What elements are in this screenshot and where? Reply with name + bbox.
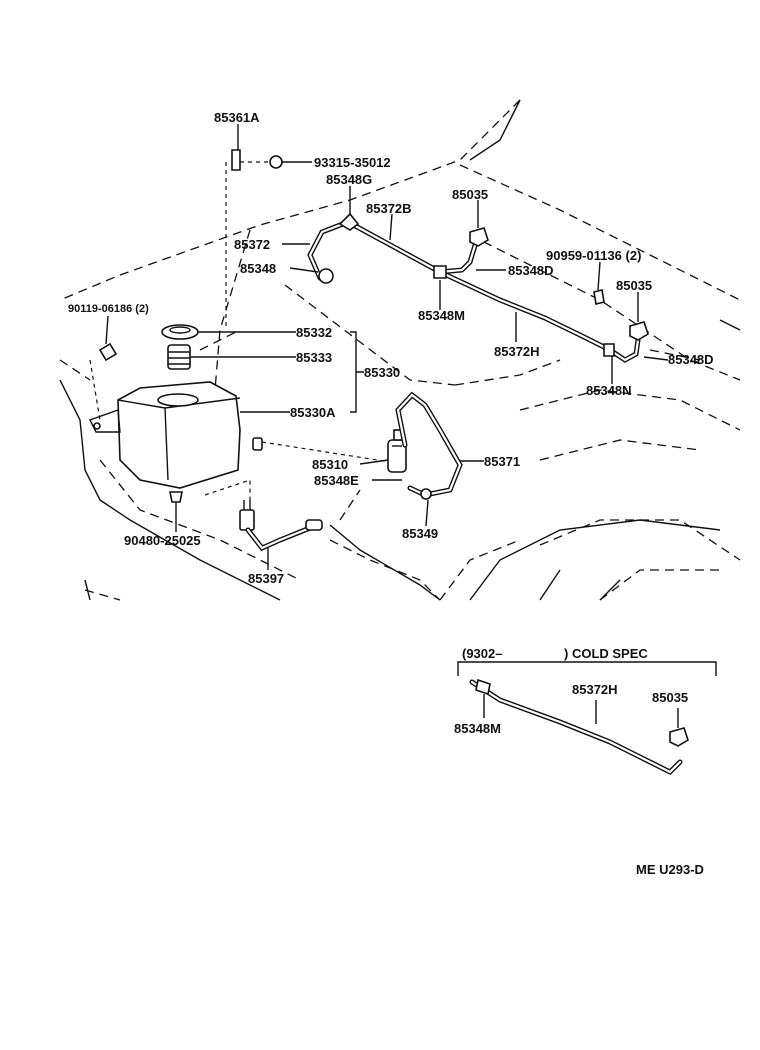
label-85348: 85348 xyxy=(240,261,276,276)
label-85330: 85330 xyxy=(364,365,400,380)
label-85397: 85397 xyxy=(248,571,284,586)
label-85330A: 85330A xyxy=(290,405,336,420)
label-85372: 85372 xyxy=(234,237,270,252)
label-85035-right: 85035 xyxy=(616,278,652,293)
body-contours xyxy=(59,99,741,601)
label-93315-35012: 93315-35012 xyxy=(314,155,391,170)
label-85348N: 85348N xyxy=(586,383,632,398)
joints xyxy=(231,149,615,500)
hoses xyxy=(307,219,641,498)
label-90119-06186: 90119-06186 (2) xyxy=(68,303,149,315)
label-85361A: 85361A xyxy=(214,110,260,125)
grommet-85330A xyxy=(252,437,263,451)
inset-label-85035: 85035 xyxy=(652,690,688,705)
clip-90119 xyxy=(98,342,118,362)
nozzle-85035-right xyxy=(629,321,649,341)
label-85371: 85371 xyxy=(484,454,520,469)
label-85372B: 85372B xyxy=(366,201,412,216)
pump-85310 xyxy=(387,429,407,473)
leader-lines xyxy=(105,124,669,570)
label-85348E: 85348E xyxy=(314,473,359,488)
label-85035-top: 85035 xyxy=(452,187,488,202)
body-outline xyxy=(59,99,741,601)
strainer-85333 xyxy=(167,344,191,370)
label-85348D-lower: 85348D xyxy=(668,352,714,367)
inset-header-close: ) COLD SPEC xyxy=(564,646,648,661)
tank-cap-85332 xyxy=(161,324,199,340)
label-85333: 85333 xyxy=(296,350,332,365)
label-85372H: 85372H xyxy=(494,344,540,359)
grommet-90480 xyxy=(169,491,183,503)
label-85348M: 85348M xyxy=(418,308,465,323)
inset-label-85348M: 85348M xyxy=(454,721,501,736)
inset-label-85372H: 85372H xyxy=(572,682,618,697)
label-85348D-upper: 85348D xyxy=(508,263,554,278)
part-labels: 85361A 93315-35012 85348G 85372B 85035 8… xyxy=(68,110,714,586)
label-90480-25025: 90480-25025 xyxy=(124,533,201,548)
cold-spec-inset: (9302– ) COLD SPEC 85372H 85035 85348M xyxy=(454,646,717,776)
nozzle-85035-left xyxy=(469,227,489,247)
label-85332: 85332 xyxy=(296,325,332,340)
level-sensor-85397 xyxy=(239,500,323,552)
label-85348G: 85348G xyxy=(326,172,372,187)
label-85310: 85310 xyxy=(312,457,348,472)
clip-90959 xyxy=(593,289,605,305)
label-85349: 85349 xyxy=(402,526,438,541)
inset-header-open: (9302– xyxy=(462,646,502,661)
diagram-code: ME U293-D xyxy=(636,862,704,877)
label-90959-01136: 90959-01136 (2) xyxy=(546,248,641,263)
washer-tank xyxy=(89,381,241,489)
